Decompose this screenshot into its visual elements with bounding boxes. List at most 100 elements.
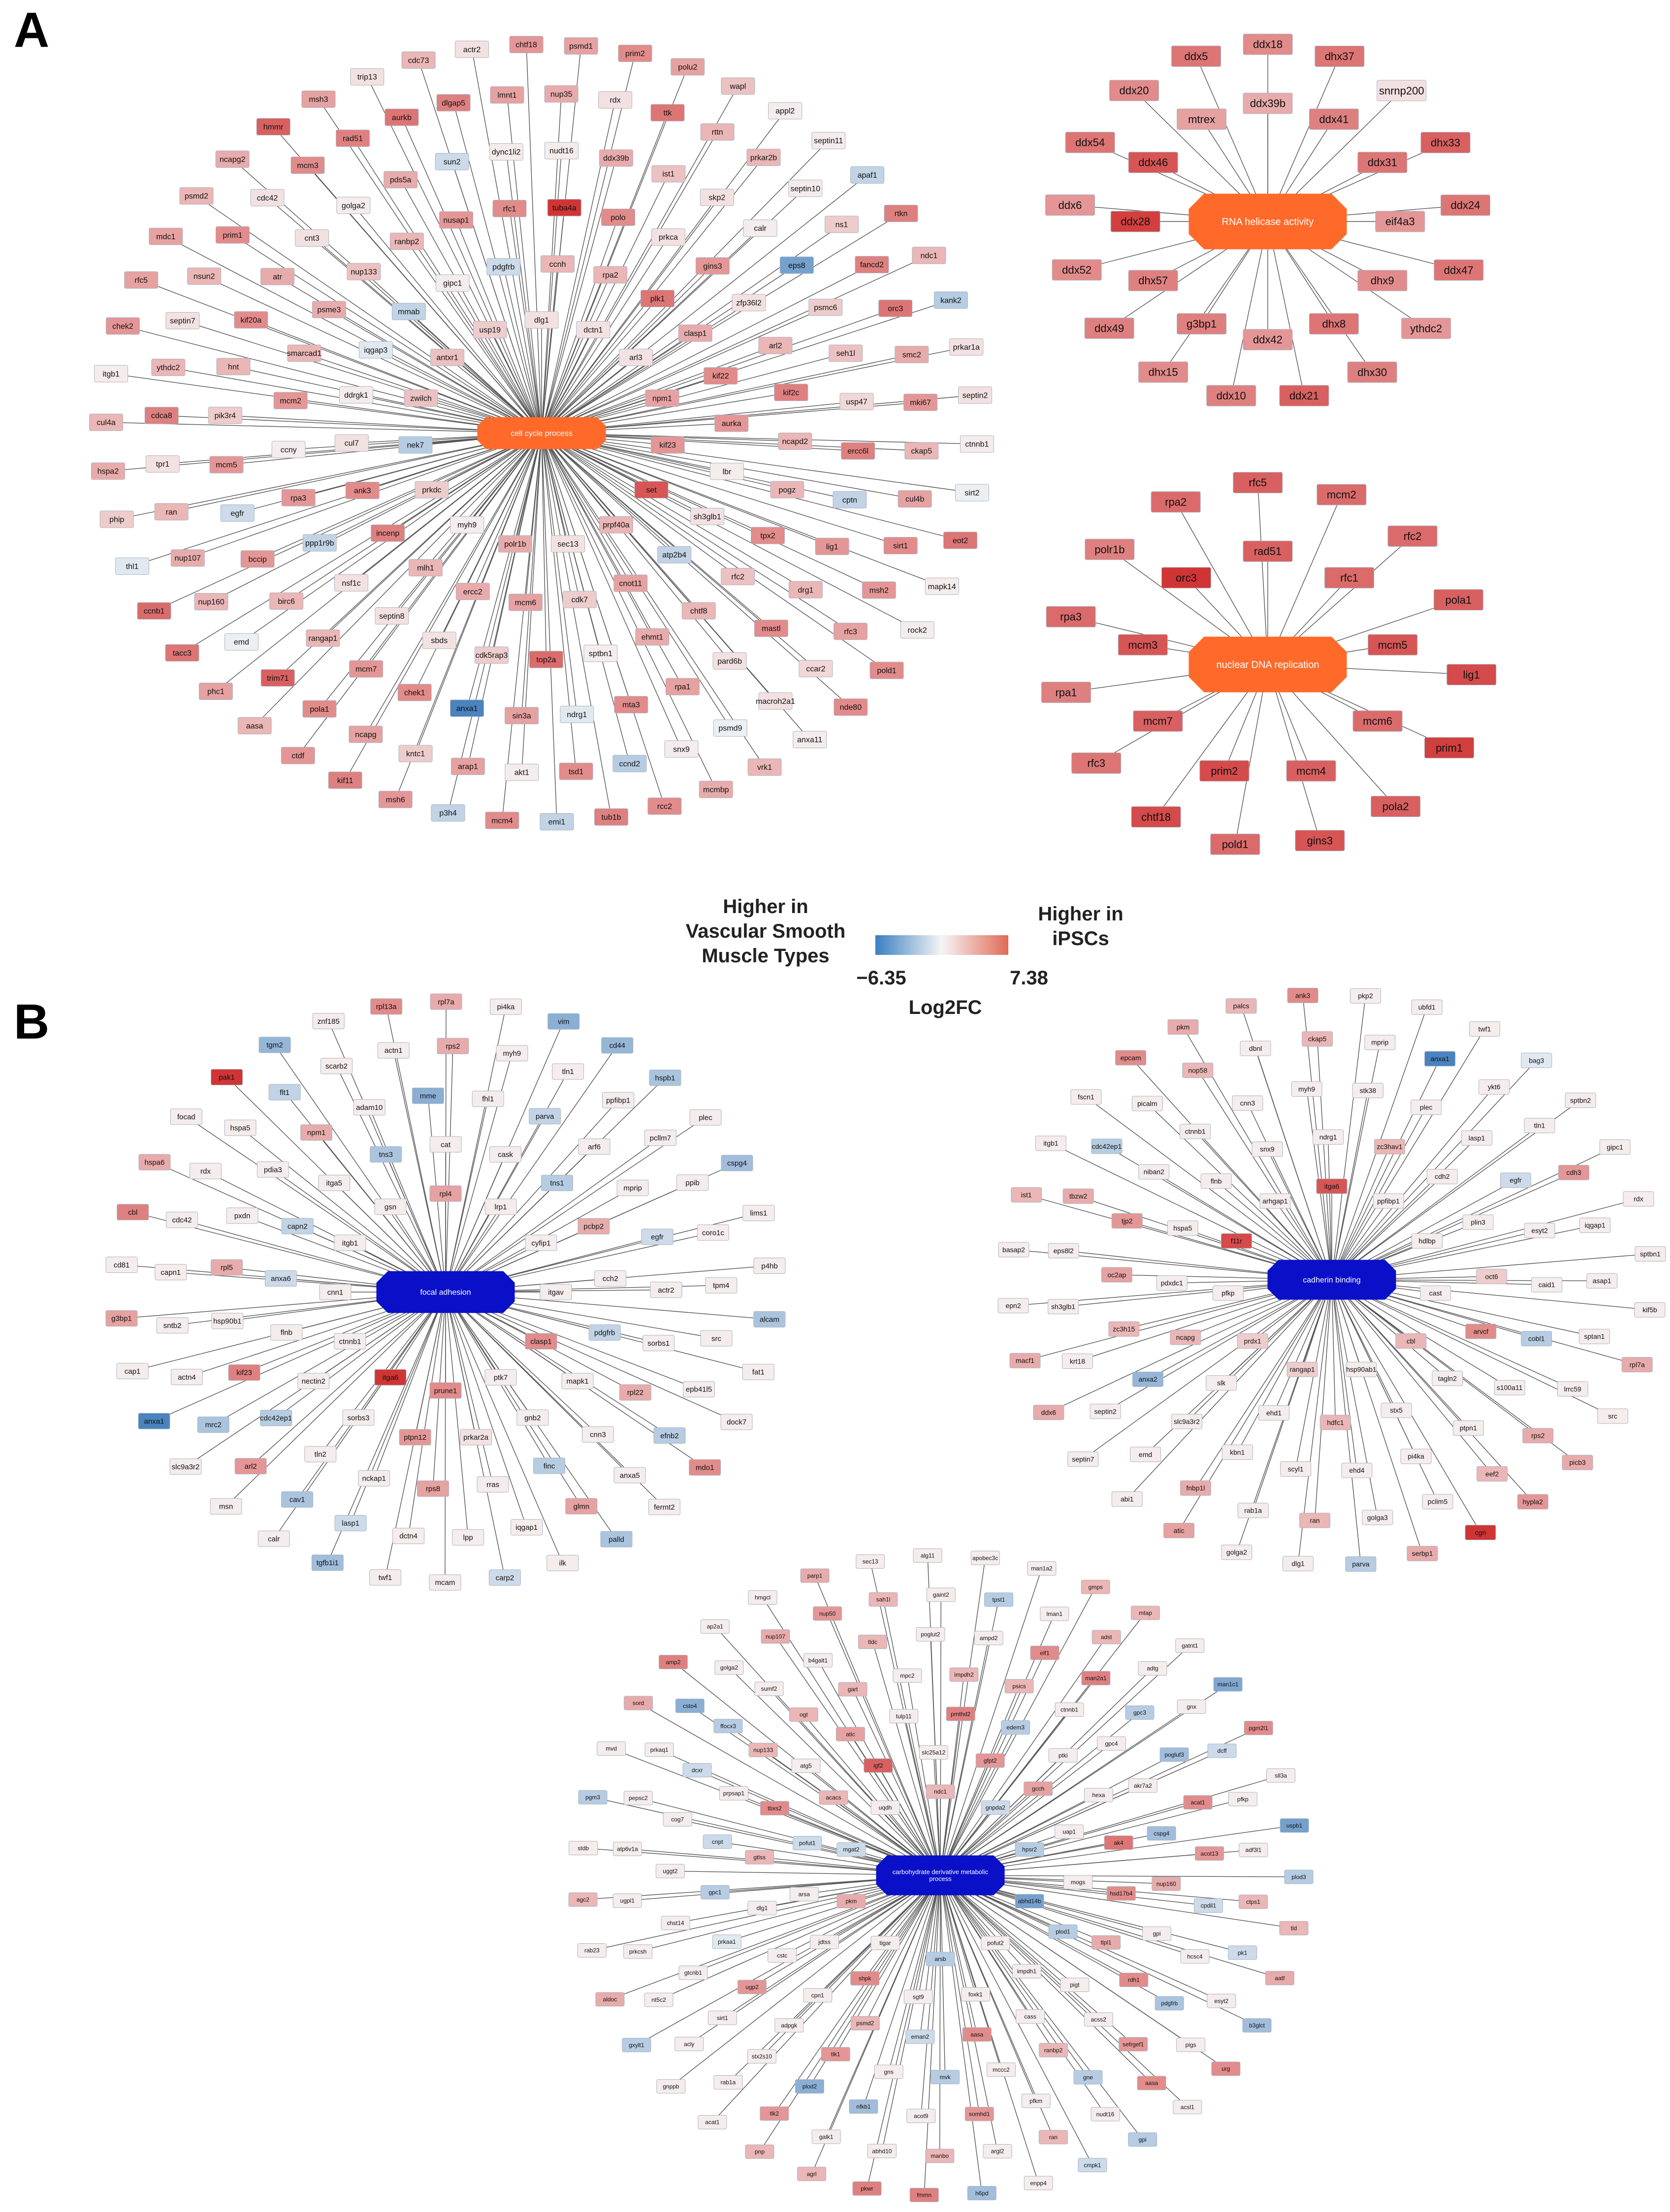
gene-label: rpa1 bbox=[674, 683, 690, 692]
gene-label: tsd1 bbox=[569, 768, 583, 776]
gene-box bbox=[281, 489, 316, 506]
gene-node: ndc1 bbox=[912, 247, 946, 264]
gene-node: mogs bbox=[1063, 1875, 1093, 1890]
gene-node: arl2 bbox=[234, 1458, 267, 1475]
gene-label: plod1 bbox=[1056, 1928, 1070, 1935]
gene-node: smarcad1 bbox=[287, 345, 321, 362]
gene-label: nek7 bbox=[407, 442, 424, 450]
gene-node: twf1 bbox=[1469, 1021, 1500, 1037]
gene-node: arsa bbox=[789, 1887, 819, 1901]
gene-node: plod2 bbox=[795, 2079, 824, 2094]
gene-label: myh9 bbox=[503, 1049, 521, 1058]
gene-label: myh9 bbox=[457, 521, 477, 530]
gene-label: sptan1 bbox=[1584, 1332, 1605, 1340]
gene-label: f11r bbox=[1231, 1237, 1242, 1245]
gene-node: oc2ap bbox=[1101, 1267, 1132, 1283]
gene-node: ndc1 bbox=[926, 1784, 955, 1799]
gene-label: septin10 bbox=[791, 185, 821, 193]
gene-node: orc3 bbox=[1161, 567, 1211, 589]
gene-label: znf185 bbox=[318, 1017, 340, 1026]
gene-label: b4galt1 bbox=[808, 1657, 828, 1664]
gene-box bbox=[758, 692, 793, 710]
gene-box bbox=[1243, 33, 1293, 55]
edge bbox=[1186, 1279, 1332, 1422]
edge bbox=[541, 433, 578, 715]
gene-node: tgfb1i1 bbox=[311, 1554, 344, 1571]
gene-box bbox=[194, 593, 228, 610]
gene-node: ctps1 bbox=[1239, 1895, 1268, 1909]
gene-label: mki67 bbox=[910, 399, 931, 407]
gene-box bbox=[436, 94, 471, 112]
gene-box bbox=[1045, 194, 1095, 216]
gene-box bbox=[898, 490, 932, 508]
gene-label: ist1 bbox=[1021, 1191, 1032, 1199]
gene-box bbox=[105, 317, 140, 335]
gene-label: orc3 bbox=[888, 305, 903, 313]
gene-node: kif22 bbox=[704, 367, 738, 385]
gene-label: plod2 bbox=[803, 2083, 817, 2090]
gene-node: nup160 bbox=[194, 593, 228, 610]
edge bbox=[1331, 1279, 1378, 1518]
gene-node: tub1b bbox=[594, 808, 629, 826]
dna-replication-network: rad51rfc1mcm5mcm6mcm4prim2mcm7mcm3orc3mc… bbox=[1041, 472, 1497, 855]
gene-node: tln1 bbox=[1524, 1118, 1555, 1134]
gene-label: mcm6 bbox=[515, 599, 537, 607]
gene-label: prkar2a bbox=[463, 1433, 489, 1442]
gene-node: eot2 bbox=[943, 532, 978, 549]
gene-node: kif23 bbox=[228, 1364, 260, 1381]
gene-node: acat1 bbox=[1183, 1795, 1213, 1810]
gene-box bbox=[215, 226, 250, 244]
gene-label: pfkp bbox=[1237, 1796, 1249, 1802]
gene-label: aasa bbox=[1145, 2080, 1158, 2086]
edge bbox=[366, 433, 542, 669]
gene-label: plin3 bbox=[1471, 1218, 1485, 1226]
gene-label: usp19 bbox=[479, 326, 501, 334]
gene-node: hpsr2 bbox=[1015, 1842, 1044, 1857]
gene-label: h6pd bbox=[975, 2190, 989, 2197]
gene-node: lrp1 bbox=[484, 1199, 517, 1215]
gene-node: stx5 bbox=[1381, 1402, 1412, 1418]
gene-box bbox=[651, 165, 686, 183]
gene-label: wapl bbox=[729, 82, 746, 91]
gene-label: man2a1 bbox=[1085, 1675, 1107, 1682]
edge bbox=[400, 179, 542, 434]
gene-node: alcam bbox=[753, 1311, 786, 1327]
gene-node: gxylt1 bbox=[622, 2038, 651, 2053]
gene-node: sord bbox=[624, 1696, 653, 1710]
gene-label: mvk bbox=[940, 2074, 951, 2081]
gene-label: galk1 bbox=[819, 2133, 834, 2140]
gene-label: ilk bbox=[559, 1559, 567, 1568]
gene-label: sgt9 bbox=[913, 1993, 924, 2000]
gene-node: adpgk bbox=[774, 2018, 804, 2033]
edge bbox=[541, 213, 901, 434]
gene-label: akr7a2 bbox=[1134, 1782, 1152, 1789]
gene-node: hsd17b4 bbox=[1106, 1886, 1136, 1901]
gene-node: mcm5 bbox=[209, 456, 244, 474]
gene-label: myh9 bbox=[1298, 1085, 1315, 1093]
gene-node: anxa11 bbox=[793, 731, 827, 749]
gene-node: prkaa1 bbox=[712, 1934, 741, 1949]
gene-label: sord bbox=[633, 1700, 644, 1706]
gene-label: lrrc59 bbox=[1564, 1385, 1581, 1393]
edge bbox=[445, 1100, 619, 1293]
gene-label: cspg4 bbox=[727, 1159, 747, 1168]
gene-node: sbds bbox=[422, 632, 456, 649]
gene-label: ist1 bbox=[662, 170, 674, 179]
gene-box bbox=[454, 40, 489, 58]
gene-node: ranbp2 bbox=[1039, 2043, 1068, 2057]
gene-label: hspa5 bbox=[1173, 1224, 1192, 1232]
gene-node: sntb2 bbox=[156, 1317, 189, 1334]
gene-node: actr2 bbox=[454, 40, 489, 58]
gene-label: mpc2 bbox=[900, 1673, 915, 1679]
gene-label: src bbox=[1608, 1412, 1617, 1420]
gene-node: mapk1 bbox=[561, 1373, 594, 1390]
gene-label: psmd9 bbox=[718, 725, 742, 733]
gene-node: finc bbox=[533, 1457, 566, 1474]
gene-node: ercc2 bbox=[455, 583, 490, 600]
gene-label: mdc1 bbox=[156, 233, 175, 241]
gene-node: rad51 bbox=[1243, 540, 1293, 562]
gene-label: rps2 bbox=[1531, 1432, 1544, 1440]
gene-node: itga6 bbox=[1316, 1178, 1348, 1194]
gene-node: snrnp200 bbox=[1377, 80, 1427, 101]
gene-node: ddrgk1 bbox=[339, 386, 374, 404]
